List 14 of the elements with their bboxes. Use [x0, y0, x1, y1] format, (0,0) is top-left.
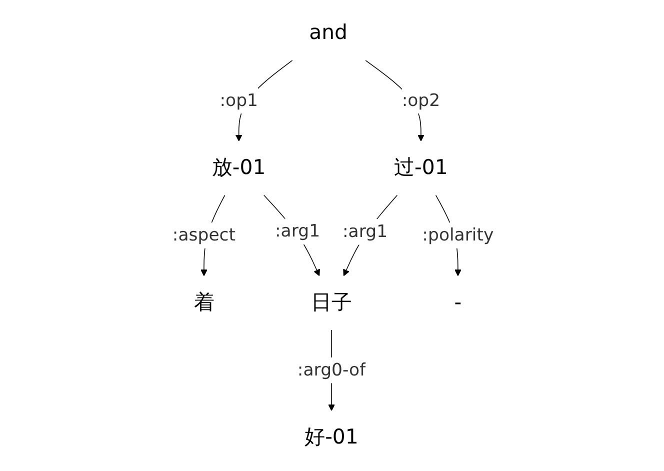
edge-label: :arg1: [275, 222, 320, 242]
node-text: and: [309, 21, 348, 45]
edge-label: :op1: [220, 90, 258, 110]
node-text: 放-01: [212, 156, 266, 180]
node-text: 日子: [311, 290, 352, 314]
node-text: 好-01: [304, 426, 358, 450]
node-text: 过-01: [394, 156, 448, 180]
edge-label: :polarity: [422, 226, 494, 246]
node-text: -: [454, 290, 462, 314]
node-text: 着: [194, 290, 214, 314]
edge-label: :arg1: [342, 222, 388, 242]
edge-label: :aspect: [172, 226, 236, 246]
edge-label: :arg0-of: [297, 360, 366, 380]
edge-label: :op2: [402, 90, 440, 110]
